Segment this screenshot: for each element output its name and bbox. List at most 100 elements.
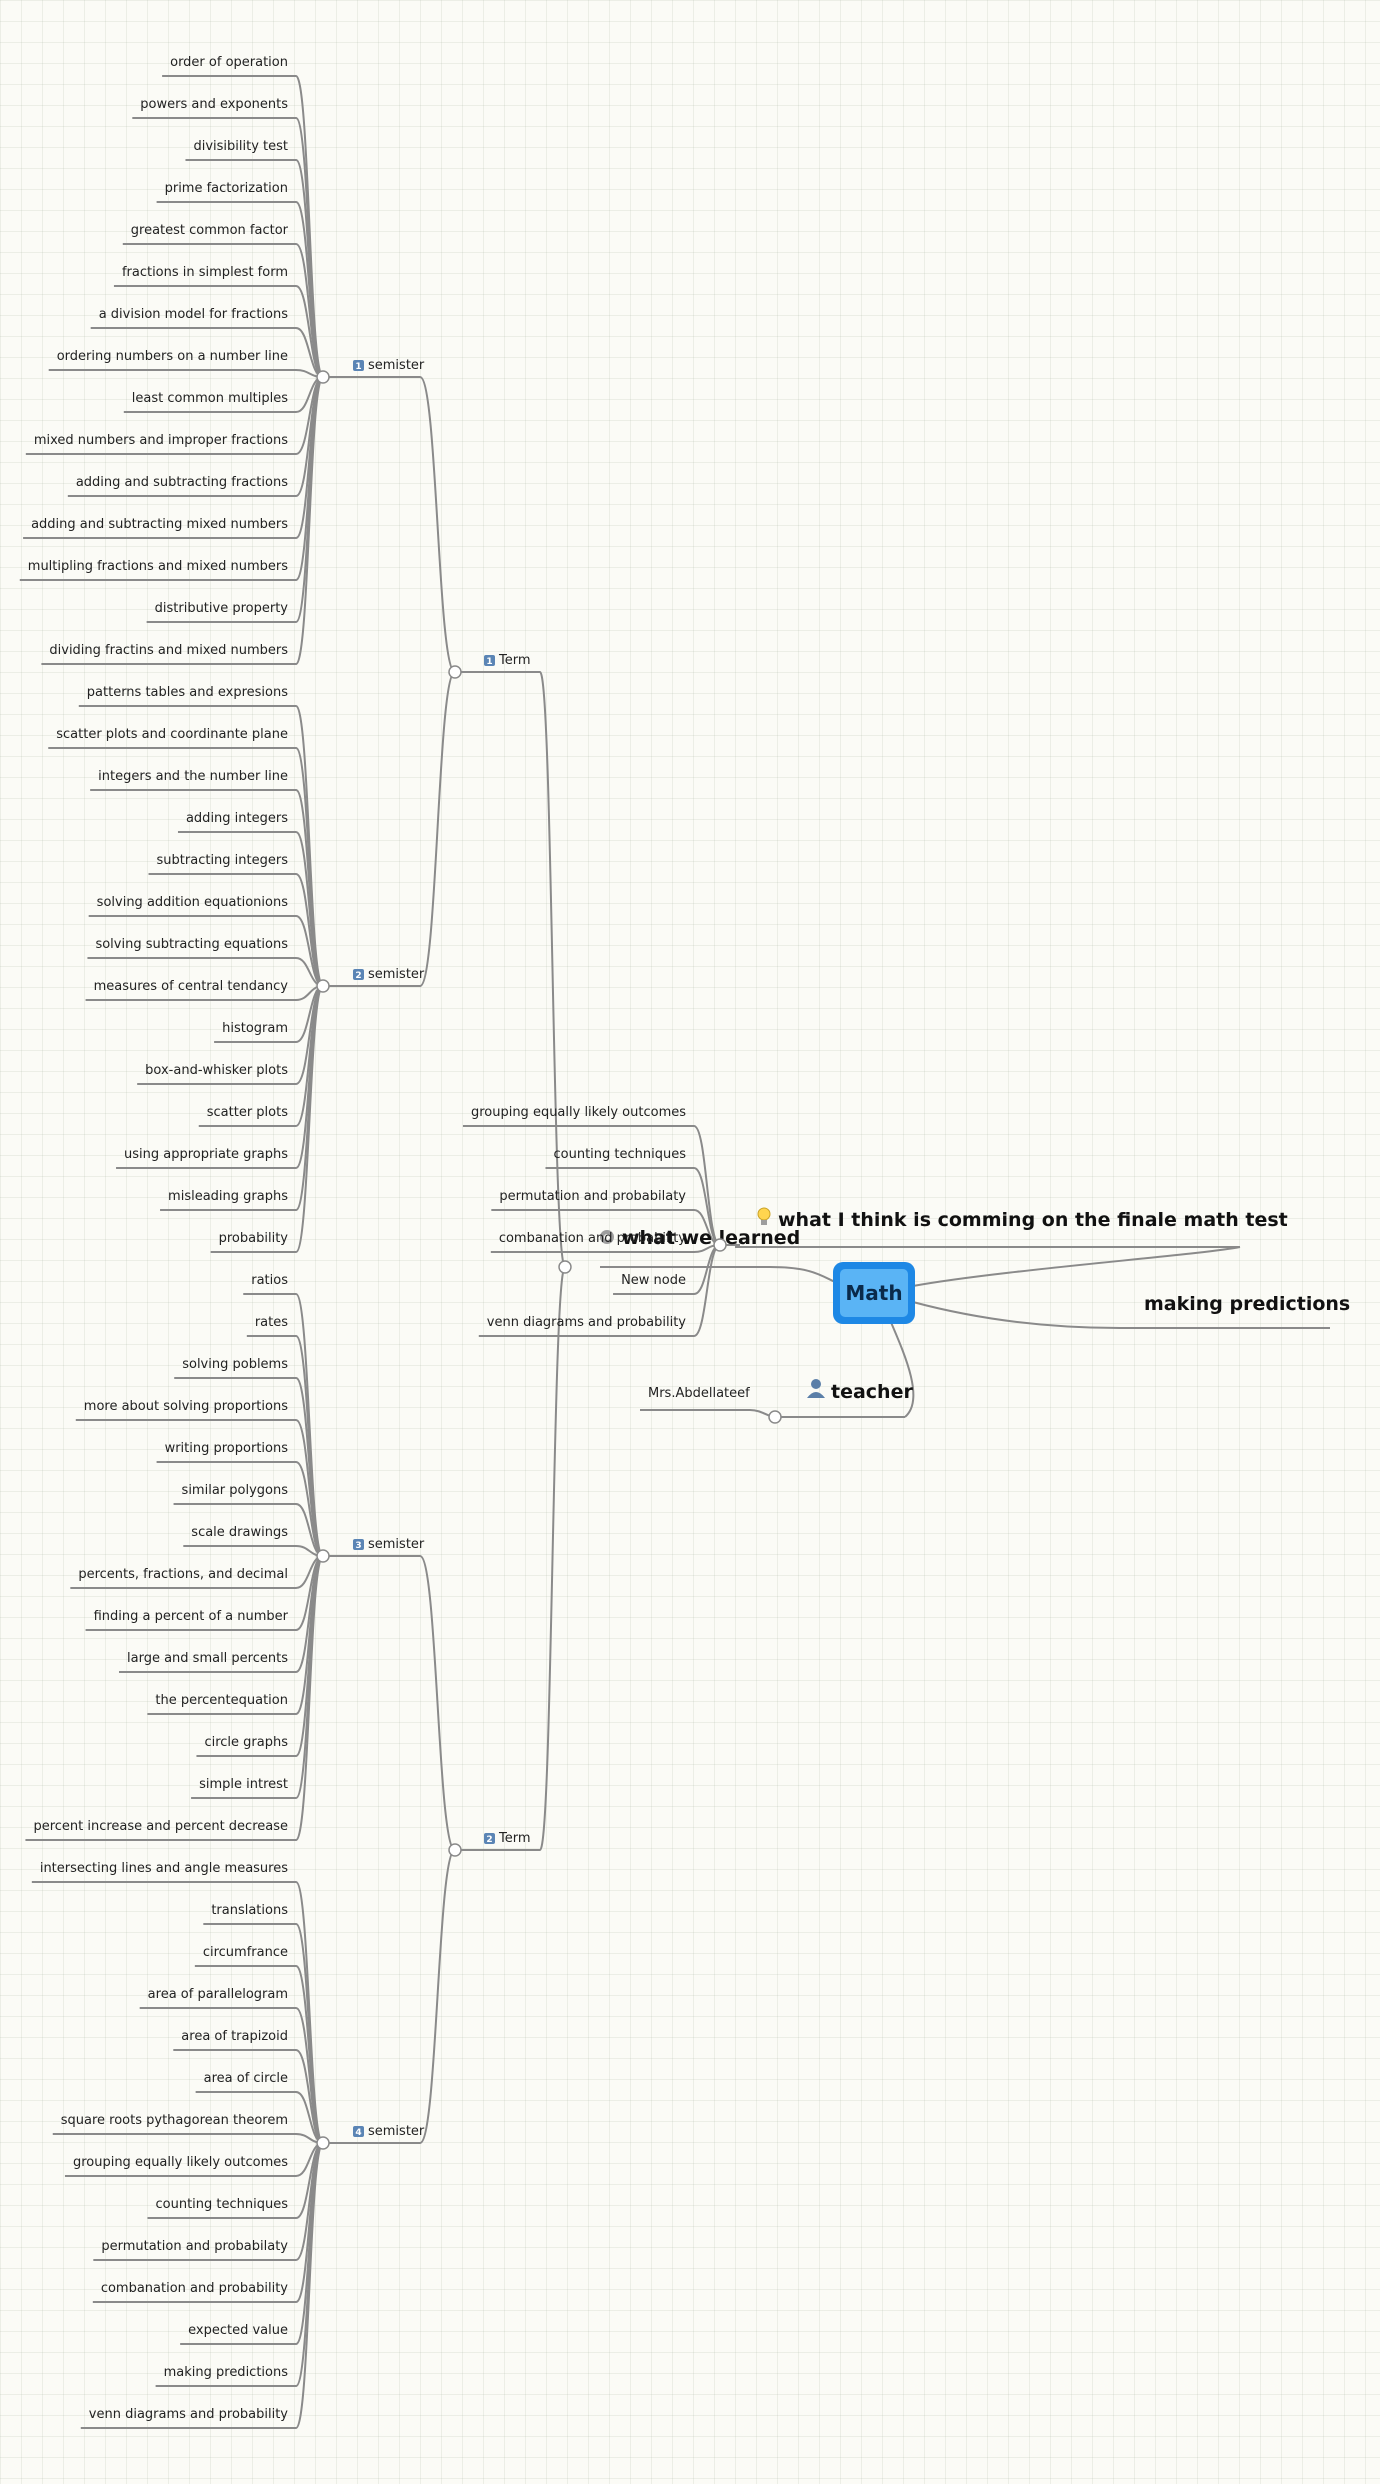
- semester-topic[interactable]: divisibility test: [193, 139, 288, 154]
- semester-topic[interactable]: counting techniques: [155, 2197, 288, 2212]
- semester-topic[interactable]: area of trapizoid: [181, 2029, 288, 2044]
- semester-topic[interactable]: order of operation: [170, 55, 288, 70]
- main-topic-teacher-label: teacher: [831, 1381, 913, 1403]
- svg-text:2: 2: [486, 1835, 492, 1845]
- semester-topic[interactable]: distributive property: [155, 601, 289, 616]
- semester-topic[interactable]: translations: [211, 1903, 288, 1918]
- learned-topic[interactable]: grouping equally likely outcomes: [471, 1105, 686, 1120]
- semester-topic[interactable]: ratios: [251, 1273, 288, 1288]
- semester-topic[interactable]: least common multiples: [132, 391, 288, 406]
- semester-topic[interactable]: intersecting lines and angle measures: [40, 1861, 288, 1876]
- semester-topic[interactable]: subtracting integers: [157, 853, 289, 868]
- semester-topic[interactable]: adding and subtracting fractions: [76, 475, 288, 490]
- semester-number-icon: 4: [353, 2126, 364, 2138]
- semester-topic[interactable]: simple intrest: [199, 1777, 288, 1792]
- semester-topic[interactable]: solving poblems: [182, 1357, 288, 1372]
- main-topic-test[interactable]: what I think is comming on the finale ma…: [757, 1207, 1288, 1231]
- main-topic-predictions[interactable]: making predictions: [1144, 1293, 1350, 1315]
- semester-topic[interactable]: area of circle: [204, 2071, 288, 2086]
- main-topic-predictions-label: making predictions: [1144, 1293, 1350, 1315]
- semester-topic[interactable]: powers and exponents: [140, 97, 288, 112]
- semester-topic[interactable]: a division model for fractions: [99, 307, 289, 322]
- semester-label[interactable]: semister: [368, 358, 425, 373]
- semester-topic[interactable]: fractions in simplest form: [122, 265, 288, 280]
- semester-topic[interactable]: misleading graphs: [168, 1189, 288, 1204]
- semester-topic[interactable]: making predictions: [164, 2365, 289, 2380]
- semester-topic[interactable]: scatter plots: [207, 1105, 288, 1120]
- semester-topic[interactable]: percents, fractions, and decimal: [78, 1567, 288, 1582]
- semester-topic[interactable]: combanation and probability: [101, 2281, 288, 2296]
- semester-topic[interactable]: scatter plots and coordinante plane: [56, 727, 288, 742]
- semester-topic[interactable]: prime factorization: [165, 181, 288, 196]
- svg-text:3: 3: [355, 1541, 361, 1551]
- term-label[interactable]: Term: [498, 653, 531, 668]
- learned-topic[interactable]: permutation and probabilaty: [499, 1189, 686, 1204]
- semester-topic[interactable]: permutation and probabilaty: [101, 2239, 288, 2254]
- semester-label[interactable]: semister: [368, 1537, 425, 1552]
- semester-topic[interactable]: multipling fractions and mixed numbers: [28, 559, 288, 574]
- term-number-icon: 1: [484, 655, 495, 667]
- learned-topic[interactable]: venn diagrams and probability: [487, 1315, 687, 1330]
- semester-topic[interactable]: writing proportions: [165, 1441, 289, 1456]
- semester-topic[interactable]: venn diagrams and probability: [89, 2407, 289, 2422]
- semester-topic[interactable]: percent increase and percent decrease: [33, 1819, 288, 1834]
- semester-label[interactable]: semister: [368, 2124, 425, 2139]
- semester-topic[interactable]: adding integers: [186, 811, 288, 826]
- root-label: Math: [845, 1281, 902, 1305]
- semester-topic[interactable]: ordering numbers on a number line: [57, 349, 288, 364]
- semester-topic[interactable]: greatest common factor: [131, 223, 289, 238]
- semester-topic[interactable]: square roots pythagorean theorem: [61, 2113, 288, 2128]
- semester-topic[interactable]: mixed numbers and improper fractions: [34, 433, 288, 448]
- semester-topic[interactable]: solving addition equationions: [97, 895, 289, 910]
- semester-topic[interactable]: dividing fractins and mixed numbers: [49, 643, 288, 658]
- semester-topic[interactable]: scale drawings: [191, 1525, 288, 1540]
- learned-topic[interactable]: New node: [621, 1273, 686, 1288]
- main-topic-learned-label: what we learned: [622, 1227, 800, 1249]
- gear-icon: [600, 1230, 614, 1244]
- semester-topic[interactable]: similar polygons: [182, 1483, 289, 1498]
- semester-topic[interactable]: area of parallelogram: [148, 1987, 288, 2002]
- svg-text:4: 4: [355, 2128, 361, 2138]
- semester-topic[interactable]: probability: [219, 1231, 289, 1246]
- semester-topic[interactable]: box-and-whisker plots: [145, 1063, 288, 1078]
- semester-topic[interactable]: more about solving proportions: [84, 1399, 288, 1414]
- semester-topic[interactable]: solving subtracting equations: [95, 937, 288, 952]
- semester-topic[interactable]: the percentequation: [155, 1693, 288, 1708]
- semester-label[interactable]: semister: [368, 967, 425, 982]
- semester-topic[interactable]: histogram: [222, 1021, 288, 1036]
- semester-topic[interactable]: patterns tables and expresions: [87, 685, 288, 700]
- semester-topic[interactable]: using appropriate graphs: [124, 1147, 288, 1162]
- svg-text:1: 1: [355, 362, 361, 372]
- learned-topic[interactable]: counting techniques: [553, 1147, 686, 1162]
- semester-topic[interactable]: integers and the number line: [98, 769, 288, 784]
- term-number-icon: 2: [484, 1833, 495, 1845]
- svg-text:1: 1: [486, 657, 492, 667]
- connector-lines: [19, 75, 740, 2429]
- learned-topic[interactable]: combanation and probability: [499, 1231, 686, 1246]
- semester-number-icon: 1: [353, 360, 364, 372]
- semester-topic[interactable]: adding and subtracting mixed numbers: [31, 517, 288, 532]
- main-topic-lines: [600, 1246, 1330, 1424]
- semester-topic[interactable]: large and small percents: [127, 1651, 288, 1666]
- semester-number-icon: 3: [353, 1539, 364, 1551]
- term-label[interactable]: Term: [498, 1831, 531, 1846]
- lightbulb-icon: [757, 1207, 771, 1225]
- root-node[interactable]: Math: [833, 1262, 915, 1324]
- teacher-name-label: Mrs.Abdellateef: [648, 1386, 750, 1401]
- person-icon: [807, 1379, 825, 1398]
- semester-topic[interactable]: circumfrance: [203, 1945, 288, 1960]
- main-topic-test-label: what I think is comming on the finale ma…: [778, 1209, 1288, 1231]
- semester-topic[interactable]: measures of central tendancy: [94, 979, 289, 994]
- semester-topic[interactable]: finding a percent of a number: [94, 1609, 289, 1624]
- semester-topic[interactable]: grouping equally likely outcomes: [73, 2155, 288, 2170]
- teacher-name-node[interactable]: Mrs.Abdellateef: [648, 1386, 750, 1401]
- semester-topic[interactable]: expected value: [188, 2323, 288, 2338]
- main-topic-teacher[interactable]: teacher: [807, 1379, 913, 1403]
- topic-nodes: order of operation powers and exponents di…: [28, 55, 727, 2422]
- main-topic-learned[interactable]: what we learned: [600, 1227, 800, 1249]
- semester-number-icon: 2: [353, 969, 364, 981]
- svg-text:2: 2: [355, 971, 361, 981]
- semester-topic[interactable]: circle graphs: [204, 1735, 288, 1750]
- semester-topic[interactable]: rates: [255, 1315, 288, 1330]
